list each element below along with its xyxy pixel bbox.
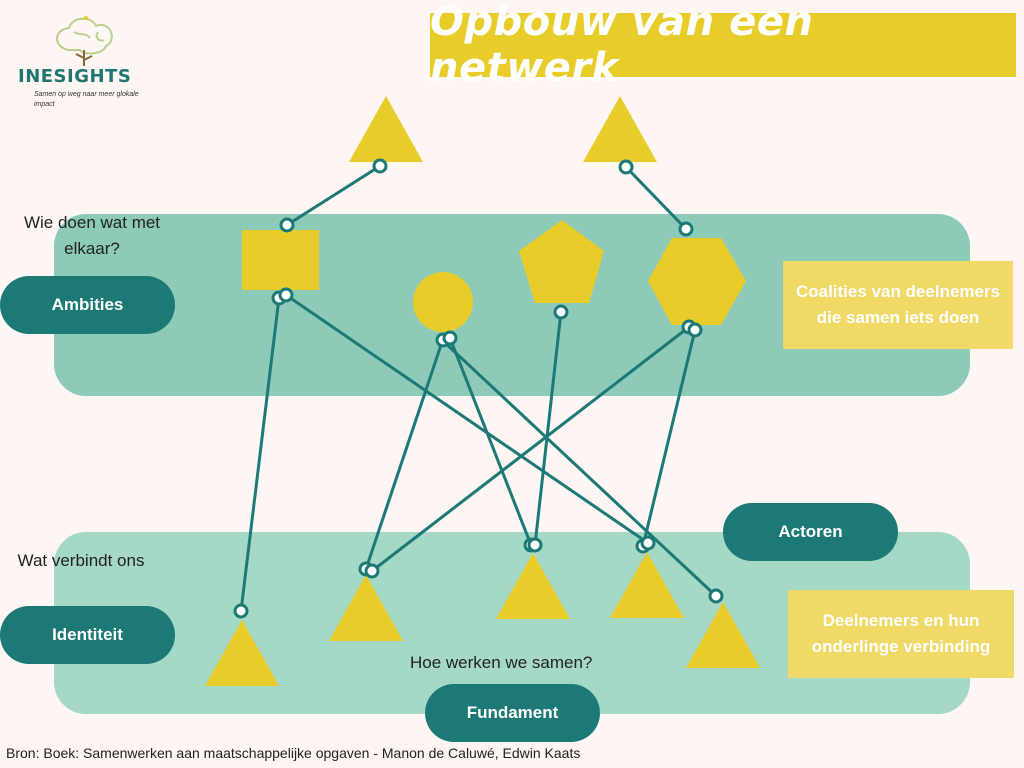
connector-node	[278, 287, 294, 303]
logo-wordmark: INESIGHTS	[18, 66, 132, 87]
link-line	[371, 325, 690, 573]
label-fundament: Fundament	[425, 684, 600, 742]
bottom-triangle-4	[610, 552, 684, 618]
note-coalitions-text: Coalities van deelnemers die samen iets …	[795, 282, 1001, 327]
circle-shape	[413, 272, 473, 332]
connector-node	[364, 563, 380, 579]
pentagon-shape	[519, 220, 604, 303]
note-coalitions: Coalities van deelnemers die samen iets …	[783, 261, 1013, 349]
note-participants-text: Deelnemers en hun onderlinge verbinding	[811, 611, 991, 656]
bottom-triangle-5	[686, 602, 760, 668]
hexagon-shape	[648, 238, 746, 325]
top-triangle-left	[349, 96, 423, 162]
bottom-triangle-3	[496, 553, 570, 619]
link-line	[364, 338, 445, 570]
title-banner: Opbouw van een netwerk	[430, 0, 1016, 91]
connector-node	[687, 322, 703, 338]
link-line	[440, 338, 718, 598]
link-line	[448, 337, 533, 546]
connector-node	[618, 159, 634, 175]
link-line	[285, 293, 649, 545]
note-participants: Deelnemers en hun onderlinge verbinding	[788, 590, 1014, 678]
bottom-triangle-1	[205, 620, 279, 686]
brain-tree-icon	[56, 16, 113, 66]
source-citation: Bron: Boek: Samenwerken aan maatschappel…	[6, 745, 581, 761]
link-line	[624, 165, 688, 231]
page-title: Opbouw van een netwerk	[430, 0, 814, 91]
question-how: Hoe werken we samen?	[410, 653, 593, 672]
link-line	[641, 329, 697, 547]
label-ambities: Ambities	[0, 276, 175, 334]
connector-node	[442, 330, 458, 346]
question-who: Wie doen wat met elkaar?	[23, 213, 161, 258]
link-line	[533, 311, 563, 546]
connector-node	[233, 603, 249, 619]
connector-node	[372, 158, 388, 174]
label-identiteit: Identiteit	[0, 606, 175, 664]
question-what-connects: Wat verbindt ons	[17, 551, 145, 570]
connector-node	[553, 304, 569, 320]
logo: INESIGHTS Samen op weg naar meer glokale…	[14, 10, 164, 110]
logo-tagline: Samen op weg naar meer glokale impact	[34, 91, 139, 108]
label-actoren: Actoren	[723, 503, 898, 561]
connector-node	[279, 217, 295, 233]
connector-node	[708, 588, 724, 604]
connector-node	[527, 537, 543, 553]
link-line	[286, 164, 381, 227]
connector-node	[640, 535, 656, 551]
bottom-triangle-2	[329, 575, 403, 641]
link-line	[239, 297, 281, 612]
connector-node	[678, 221, 694, 237]
square-shape	[242, 230, 319, 290]
top-triangle-right	[583, 96, 657, 162]
